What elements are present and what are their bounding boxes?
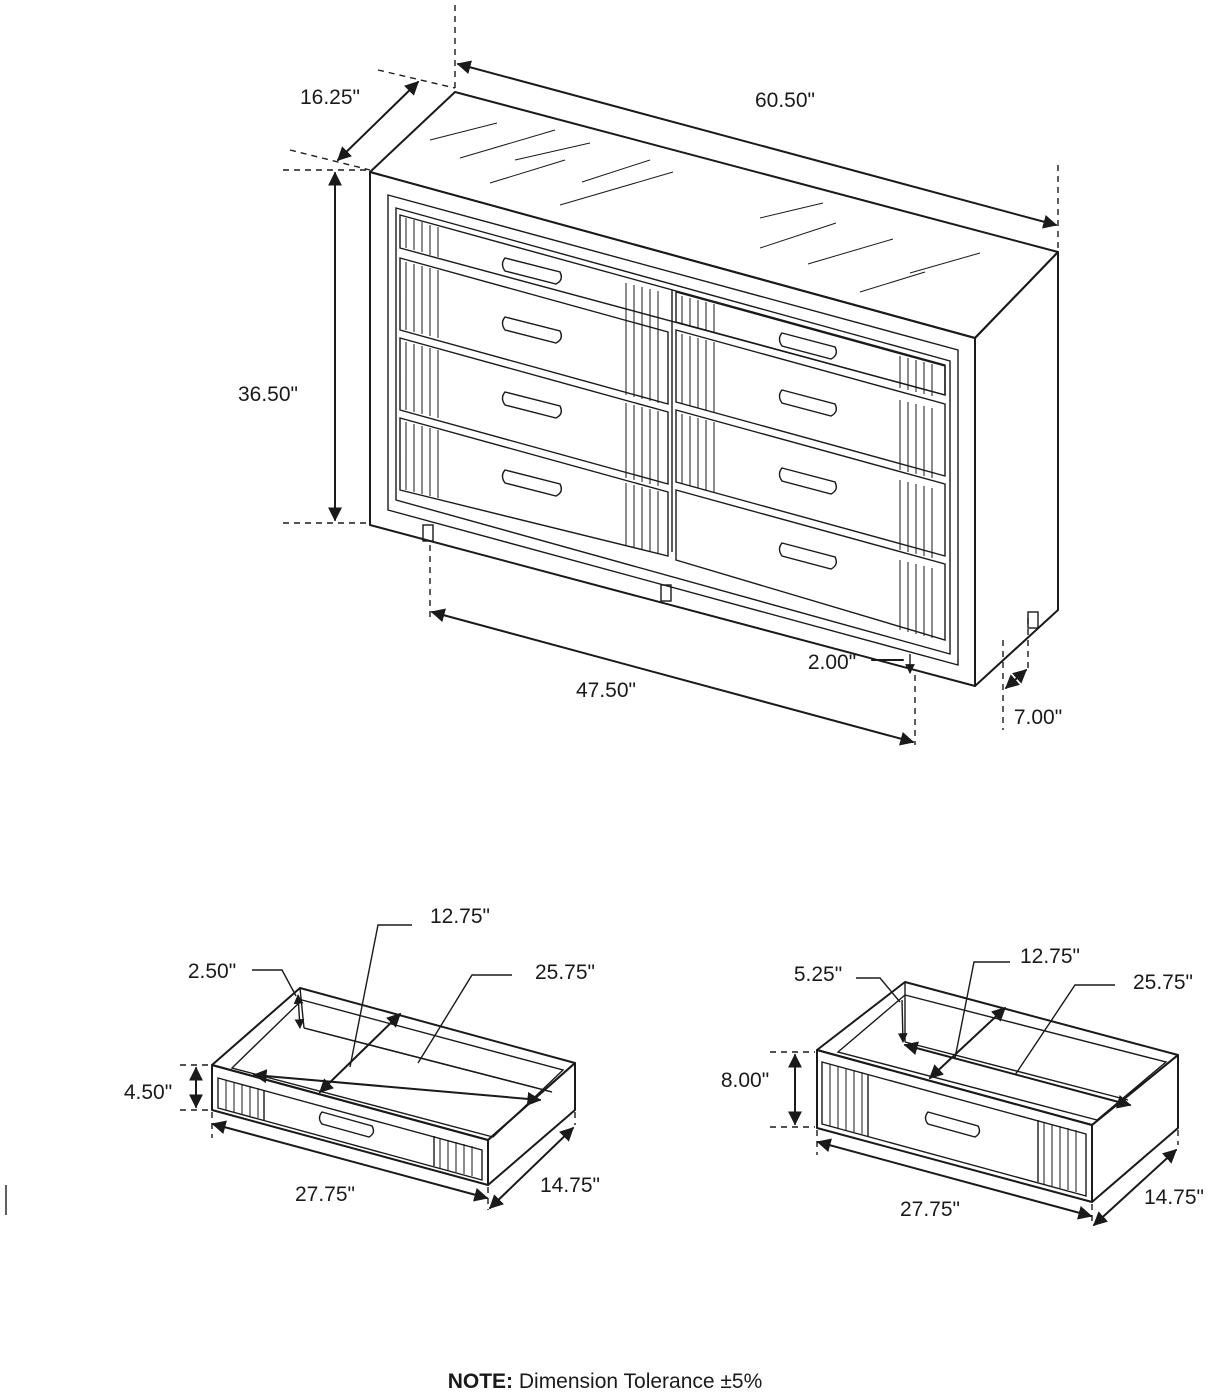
left-drawer-column <box>399 214 946 641</box>
large-interior-width-label: 12.75" <box>1020 945 1080 968</box>
drawer-large-dimensions: 12.75" 25.75" 5.25" 8.00" 27.75" 14.75" <box>721 945 1204 1226</box>
fluted-panels <box>405 218 933 638</box>
dresser-dimensions: 60.50" 16.25" 36.50" 47.50" 2.00" 7.00" <box>238 5 1062 746</box>
drawer-left-3 <box>399 417 669 557</box>
small-interior-width-label: 12.75" <box>430 905 490 928</box>
dresser-illustration <box>369 91 1059 687</box>
drawer-right-0 <box>675 291 946 396</box>
small-height-label: 4.50" <box>124 1081 172 1104</box>
dresser-height-label: 36.50" <box>238 383 298 406</box>
leg-offset-label: 7.00" <box>1014 706 1062 729</box>
large-interior-length-label: 25.75" <box>1133 971 1193 994</box>
large-interior-depth-label: 5.25" <box>794 963 842 986</box>
drawer-left-1 <box>399 257 669 405</box>
dimension-note: NOTE: Dimension Tolerance ±5% <box>0 1370 1210 1394</box>
large-height-label: 8.00" <box>721 1069 769 1092</box>
drawer-left-2 <box>399 337 669 485</box>
small-interior-depth-label: 2.50" <box>188 960 236 983</box>
glass-reflection-lines <box>429 122 981 293</box>
small-depth-label: 14.75" <box>540 1174 600 1197</box>
small-width-label: 27.75" <box>295 1183 355 1206</box>
large-width-label: 27.75" <box>900 1198 960 1221</box>
dresser-width-label: 60.50" <box>755 89 815 112</box>
drawer-handles <box>501 257 838 570</box>
dresser-depth-label: 16.25" <box>300 86 360 109</box>
drawer-right-1 <box>675 329 946 477</box>
small-interior-length-label: 25.75" <box>535 961 595 984</box>
dresser-inner-width-label: 47.50" <box>576 679 636 702</box>
large-depth-label: 14.75" <box>1144 1186 1204 1209</box>
dresser-front-frame <box>387 194 959 666</box>
drawer-right-2 <box>675 409 946 557</box>
drawer-right-3 <box>675 489 946 641</box>
dresser-front <box>369 171 976 687</box>
note-label: NOTE: <box>447 1370 514 1393</box>
note-text: Dimension Tolerance ±5% <box>518 1370 763 1393</box>
drawer-small-dimensions: 12.75" 25.75" 2.50" 4.50" 27.75" 14.75" <box>124 905 600 1210</box>
dresser-side <box>974 251 1059 687</box>
leg-height-label: 2.00" <box>808 651 856 674</box>
